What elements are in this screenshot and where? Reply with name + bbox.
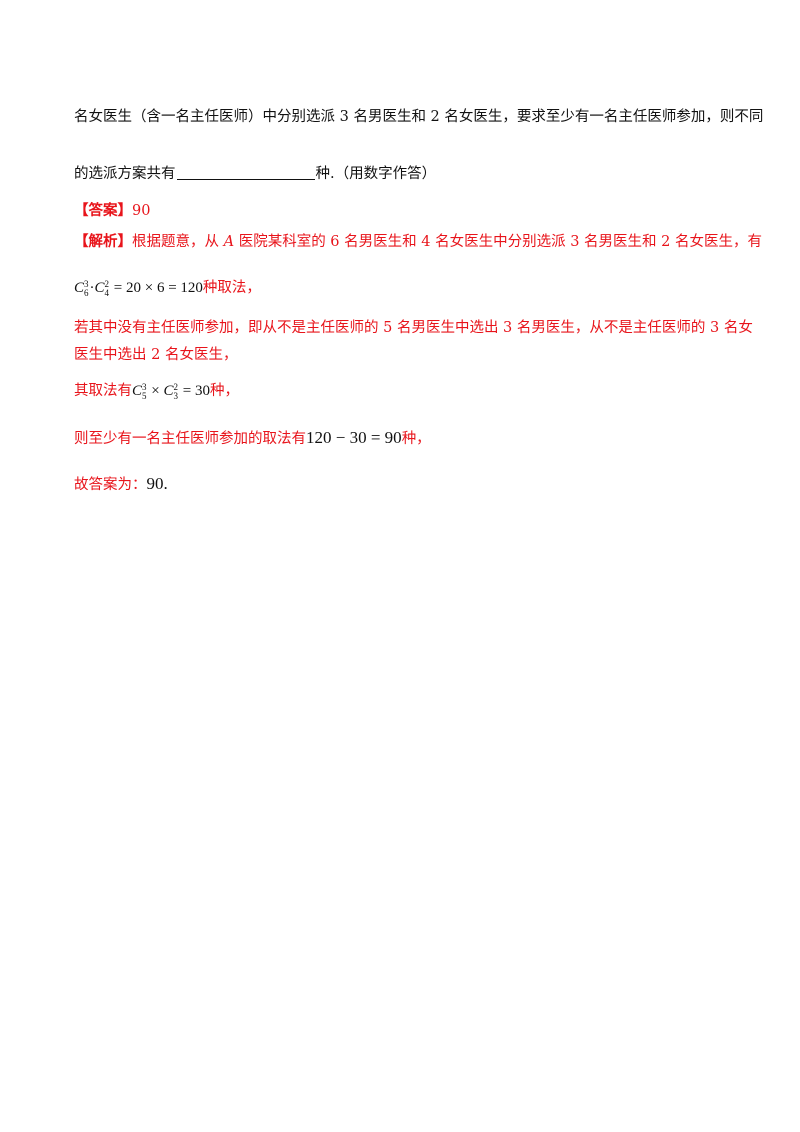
formula1-c2: C bbox=[94, 280, 105, 296]
analysis-text-7: 故答案为： bbox=[74, 477, 147, 493]
hospital-var: A bbox=[223, 234, 235, 250]
analysis-text-4: 医生中选出 2 名女医生， bbox=[74, 347, 238, 363]
formula1-c1-sup: 3 bbox=[84, 278, 89, 289]
answer-blank bbox=[176, 165, 315, 180]
analysis-text-6b: 种， bbox=[401, 431, 431, 447]
formula1-rest: = 20 × 6 = 120 bbox=[110, 280, 203, 296]
formula1-c1: C bbox=[74, 280, 85, 296]
question-line-2: 的选派方案共有 种.（用数字作答） bbox=[74, 164, 436, 184]
formula2-c2: C bbox=[163, 383, 174, 399]
final-answer-value: 90. bbox=[146, 474, 168, 493]
formula-subtraction: 120 − 30 = 90 bbox=[306, 428, 402, 447]
question-text-1: 名女医生（含一名主任医师）中分别选派 3 名男医生和 2 名女医生，要求至少有一… bbox=[74, 109, 764, 125]
analysis-text-2: 种取法， bbox=[202, 280, 261, 296]
formula2-c1-sub: 5 bbox=[142, 390, 147, 401]
analysis-text-1b: 医院某科室的 6 名男医生和 4 名女医生中分别选派 3 名男医生和 2 名女医… bbox=[234, 234, 762, 250]
analysis-line-7: 故答案为：90. bbox=[74, 474, 168, 495]
formula2-c1-sup: 3 bbox=[142, 381, 147, 392]
formula1-dot: · bbox=[89, 280, 95, 296]
analysis-text-1a: 根据题意，从 bbox=[132, 234, 224, 250]
analysis-text-6a: 则至少有一名主任医师参加的取法有 bbox=[74, 431, 306, 447]
formula1-c1-sub: 6 bbox=[84, 287, 89, 298]
formula2-c2-sup: 2 bbox=[173, 381, 179, 392]
answer-value: 90 bbox=[132, 203, 151, 219]
analysis-line-3: 若其中没有主任医师参加，即从不是主任医师的 5 名男医生中选出 3 名男医生，从… bbox=[74, 318, 753, 338]
formula2-c1: C bbox=[132, 383, 143, 399]
answer-line: 【答案】90 bbox=[74, 201, 150, 221]
formula2-rest: = 30 bbox=[179, 383, 210, 399]
analysis-text-5a: 其取法有 bbox=[74, 383, 132, 399]
analysis-text-5b: 种， bbox=[209, 383, 239, 399]
analysis-line-1: 【解析】根据题意，从 A 医院某科室的 6 名男医生和 4 名女医生中分别选派 … bbox=[74, 232, 762, 252]
formula2-times: × bbox=[147, 383, 164, 399]
question-text-2b: 种.（用数字作答） bbox=[315, 166, 437, 182]
answer-label: 【答案】 bbox=[74, 202, 132, 219]
question-text-2a: 的选派方案共有 bbox=[74, 166, 176, 182]
formula2-c2-sub: 3 bbox=[173, 390, 179, 401]
analysis-line-6: 则至少有一名主任医师参加的取法有120 − 30 = 90种， bbox=[74, 428, 431, 449]
formula1-c2-sup: 2 bbox=[104, 278, 110, 289]
formula1-c2-sub: 4 bbox=[104, 287, 110, 298]
analysis-label: 【解析】 bbox=[74, 233, 132, 250]
analysis-line-4: 医生中选出 2 名女医生， bbox=[74, 345, 237, 365]
analysis-text-3: 若其中没有主任医师参加，即从不是主任医师的 5 名男医生中选出 3 名男医生，从… bbox=[74, 320, 753, 336]
question-line-1: 名女医生（含一名主任医师）中分别选派 3 名男医生和 2 名女医生，要求至少有一… bbox=[74, 107, 763, 127]
